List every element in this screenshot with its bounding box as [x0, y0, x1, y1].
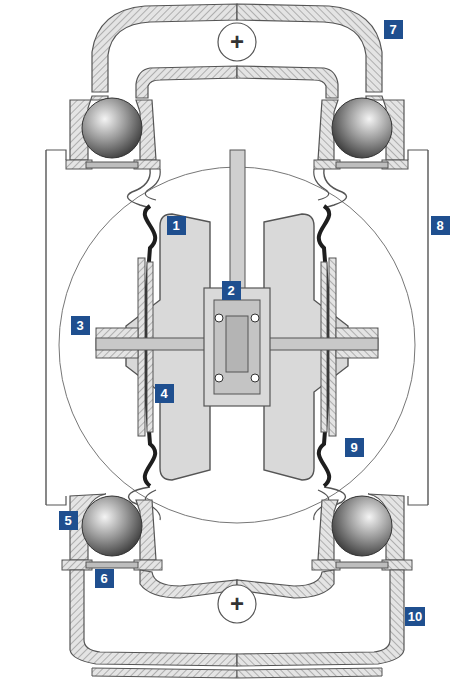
callout-number: 6	[95, 569, 114, 588]
flow-symbol: +	[230, 30, 244, 54]
flow-symbol: +	[230, 592, 244, 616]
callout-number: 7	[384, 20, 403, 39]
callout-number: 10	[405, 607, 425, 626]
callout-number: 5	[59, 511, 78, 530]
callout-number: 4	[155, 384, 174, 403]
callout-number: 8	[431, 216, 450, 235]
callout-number: 9	[345, 438, 364, 457]
callout-number: 1	[167, 216, 186, 235]
callout-number: 3	[71, 316, 90, 335]
callout-number: 2	[222, 281, 241, 300]
